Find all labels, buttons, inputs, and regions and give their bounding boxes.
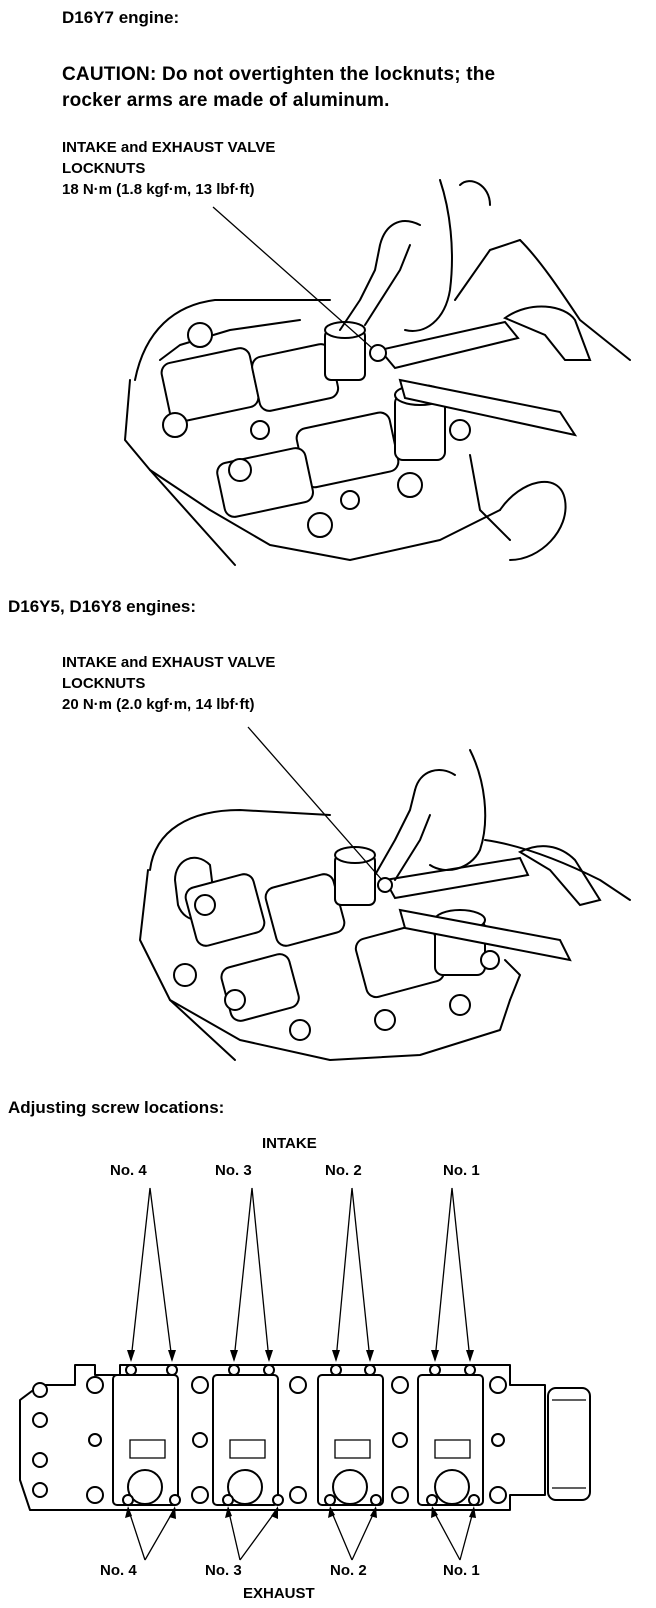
exhaust-no-4: No. 4: [100, 1562, 137, 1579]
callout-line-1: INTAKE and EXHAUST VALVE: [62, 139, 276, 156]
cylinder-head-diagram: [19, 1187, 591, 1561]
callout-line-2: LOCKNUTS: [62, 675, 146, 692]
caution-line-1: CAUTION: Do not overtighten the locknuts…: [62, 64, 496, 85]
exhaust-label: EXHAUST: [243, 1585, 315, 1602]
section-heading-d16y7: D16Y7 engine:: [62, 8, 180, 27]
exhaust-no-2: No. 2: [330, 1562, 367, 1579]
exhaust-no-3: No. 3: [205, 1562, 242, 1579]
intake-no-3: No. 3: [215, 1162, 252, 1179]
caution-note: CAUTION: Do not overtighten the locknuts…: [62, 62, 642, 114]
engine-illustration-d16y7: [124, 179, 631, 566]
intake-label: INTAKE: [262, 1135, 317, 1152]
intake-no-1: No. 1: [443, 1162, 480, 1179]
callout-line-1: INTAKE and EXHAUST VALVE: [62, 654, 276, 671]
torque-spec-1: 18 N·m (1.8 kgf·m, 13 lbf·ft): [62, 181, 255, 198]
engine-illustration-d16y5-d16y8: [139, 726, 631, 1061]
section-heading-adjusting-screws: Adjusting screw locations:: [8, 1098, 225, 1117]
caution-line-2: rocker arms are made of aluminum.: [62, 90, 390, 111]
locknut-callout-1: INTAKE and EXHAUST VALVE LOCKNUTS 18 N·m…: [62, 137, 275, 200]
locknut-callout-2: INTAKE and EXHAUST VALVE LOCKNUTS 20 N·m…: [62, 652, 275, 715]
torque-spec-2: 20 N·m (2.0 kgf·m, 14 lbf·ft): [62, 696, 255, 713]
callout-line-2: LOCKNUTS: [62, 160, 146, 177]
intake-no-4: No. 4: [110, 1162, 147, 1179]
exhaust-no-1: No. 1: [443, 1562, 480, 1579]
section-heading-d16y5-d16y8: D16Y5, D16Y8 engines:: [8, 597, 197, 616]
intake-no-2: No. 2: [325, 1162, 362, 1179]
